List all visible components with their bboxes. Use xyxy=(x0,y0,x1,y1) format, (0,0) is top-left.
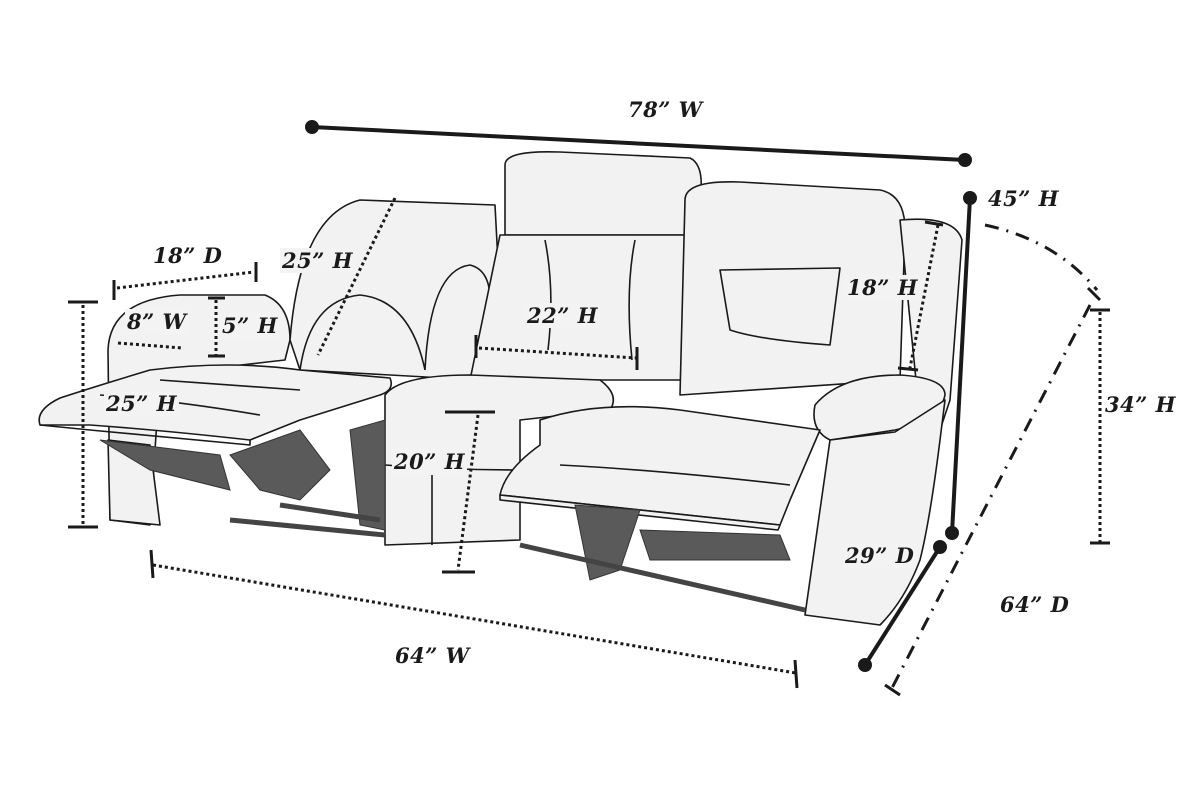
back-height-label: 25” H xyxy=(280,248,355,273)
reclined-height-label: 34” H xyxy=(1105,392,1176,417)
seat-width-label: 64” W xyxy=(395,643,470,668)
arm-height-label: 5” H xyxy=(220,313,280,338)
right-back-height-label: 18” H xyxy=(845,275,920,300)
console-back-height-label: 22” H xyxy=(525,303,600,328)
reclined-depth-label: 64” D xyxy=(1000,592,1070,617)
overall-height-label: 45” H xyxy=(988,186,1059,211)
arm-depth-label: 18” D xyxy=(153,243,223,268)
seat-height-label: 20” H xyxy=(392,449,467,474)
overall-width-label: 78” W xyxy=(628,97,703,122)
overall-depth-label: 29” D xyxy=(843,543,917,568)
floor-to-arm-height-label: 25” H xyxy=(104,391,179,416)
arm-width-label: 8” W xyxy=(125,309,189,334)
